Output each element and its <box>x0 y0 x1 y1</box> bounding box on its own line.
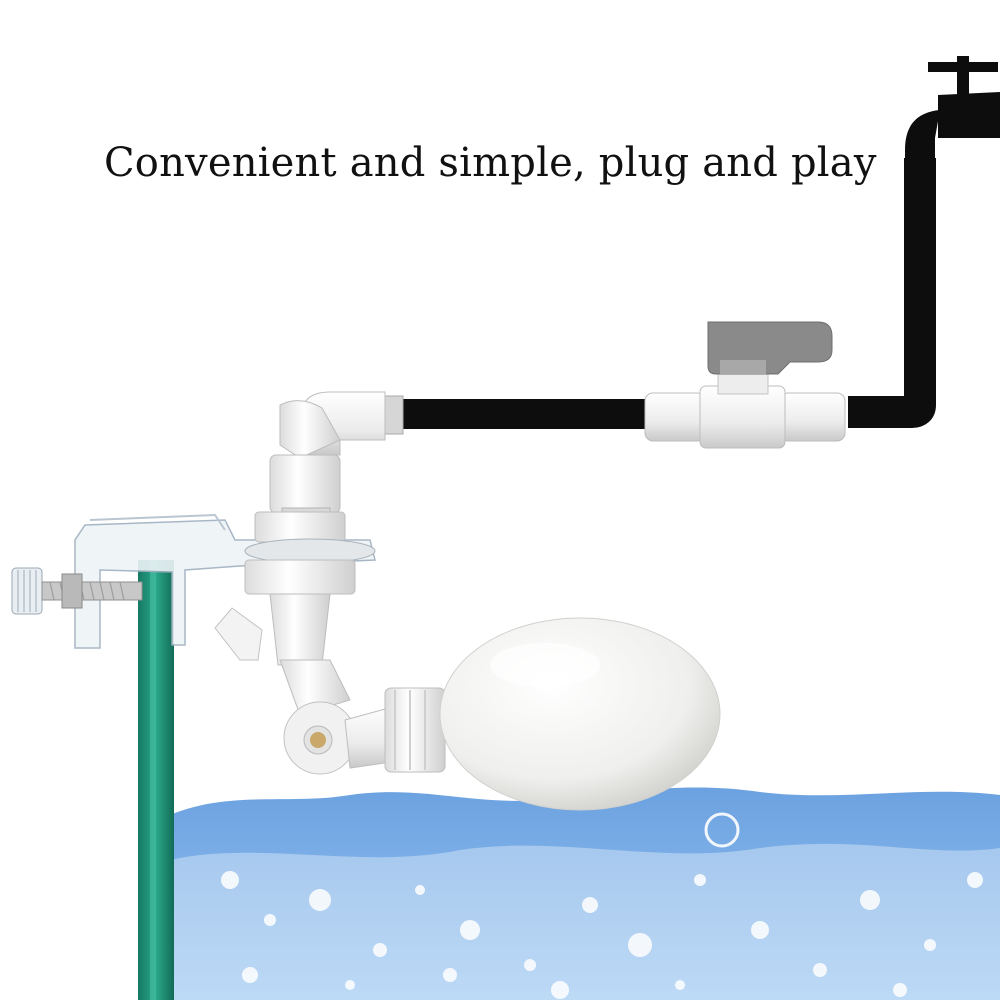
clamp-screw-icon <box>11 567 143 615</box>
elbow-fitting-icon <box>269 391 404 523</box>
tank-glass-wall <box>138 560 174 1000</box>
water-surface <box>170 787 1000 1000</box>
caption-text: Convenient and simple, plug and play <box>104 140 877 186</box>
float-ball-icon <box>439 617 721 811</box>
float-valve-body <box>214 511 446 775</box>
water-tube <box>396 158 936 429</box>
ball-valve-icon <box>644 321 846 449</box>
faucet-icon <box>905 56 1000 160</box>
